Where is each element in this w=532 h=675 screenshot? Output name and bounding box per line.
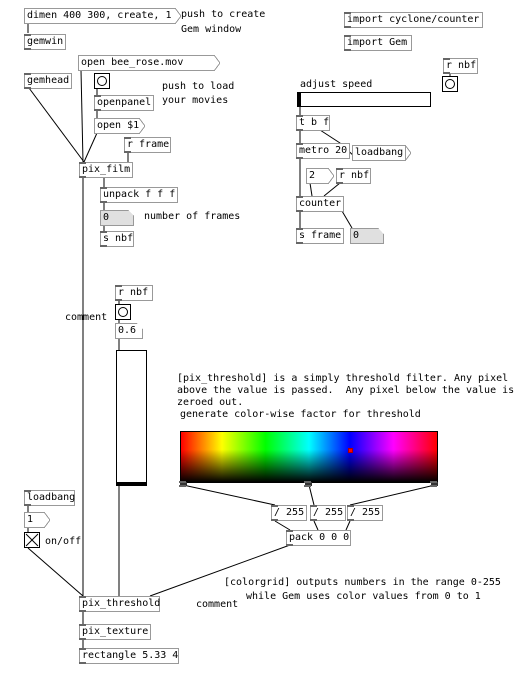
number-of-frames-comment: number of frames (144, 211, 241, 222)
number-of-frames-box[interactable]: 0 (100, 210, 134, 226)
colorgrid[interactable] (180, 431, 438, 483)
colorgrid-outlet-3 (430, 481, 438, 487)
on-off-toggle[interactable] (24, 532, 40, 548)
metro-object[interactable]: metro 20 (296, 143, 350, 159)
import-gem-object[interactable]: import Gem (344, 35, 412, 51)
r-nbf-top-object[interactable]: r nbf (443, 58, 478, 74)
adjust-speed-comment: adjust speed (300, 79, 373, 90)
speed-horizontal-slider[interactable] (297, 92, 431, 107)
pix-film-object[interactable]: pix_film (79, 162, 133, 178)
openpanel-object[interactable]: openpanel (94, 95, 154, 111)
gemwin-object[interactable]: gemwin (24, 34, 66, 50)
pix-threshold-object[interactable]: pix_threshold (79, 596, 160, 612)
bang-circle-icon (445, 79, 455, 89)
threshold-description-line3: zeroed out. (177, 397, 244, 408)
left-comment: comment (65, 312, 108, 323)
r-frame-object[interactable]: r frame (124, 137, 171, 153)
divide-red-object[interactable]: / 255 (271, 505, 307, 521)
open-dollar-message[interactable]: open $1 (94, 118, 145, 134)
loadbang-right-object[interactable]: loadbang (352, 145, 411, 161)
divide-green-object[interactable]: / 255 (310, 505, 346, 521)
r-nbf-right-object[interactable]: r nbf (336, 168, 371, 184)
two-message[interactable]: 2 (306, 168, 334, 184)
pack-object[interactable]: pack 0 0 0 (286, 530, 351, 546)
push-to-create-comment: push to create (181, 9, 266, 20)
colorgrid-range-comment: [colorgrid] outputs numbers in the range… (224, 577, 501, 588)
gem-window-comment: Gem window (181, 24, 242, 35)
load-movie-bang[interactable] (94, 73, 110, 89)
colorgrid-outlet-2 (304, 481, 312, 487)
threshold-description-line1: [pix_threshold] is a simply threshold fi… (177, 373, 509, 384)
unpack-object[interactable]: unpack f f f (100, 187, 178, 203)
generate-color-comment: generate color-wise factor for threshold (180, 409, 421, 420)
counter-object[interactable]: counter (296, 196, 344, 212)
rectangle-object[interactable]: rectangle 5.33 4 (79, 648, 179, 664)
bang-circle-icon (97, 76, 107, 86)
slider-knob[interactable] (117, 482, 146, 485)
on-off-comment: on/off (45, 536, 82, 547)
frame-number-box[interactable]: 0 (350, 228, 384, 244)
gem-color-range-comment: while Gem uses color values from 0 to 1 (246, 591, 481, 602)
divide-blue-object[interactable]: / 255 (347, 505, 383, 521)
s-nbf-object[interactable]: s nbf (100, 231, 134, 247)
counter-bang[interactable] (442, 76, 458, 92)
t-b-f-object[interactable]: t b f (296, 115, 330, 131)
threshold-bang[interactable] (115, 304, 131, 320)
dimen-message[interactable]: dimen 400 300, create, 1 (24, 8, 181, 24)
push-to-load-comment: push to load (162, 81, 235, 92)
your-movies-comment: your movies (162, 95, 229, 106)
toggle-cross-icon (25, 533, 39, 547)
threshold-vertical-slider[interactable] (116, 350, 147, 486)
import-cyclone-object[interactable]: import cyclone/counter (344, 12, 483, 28)
gemhead-object[interactable]: gemhead (24, 73, 72, 89)
colorgrid-outlet-1 (179, 481, 187, 487)
open-movie-message[interactable]: open bee_rose.mov (78, 55, 220, 71)
s-frame-object[interactable]: s frame (296, 228, 344, 244)
bottom-comment: comment (196, 599, 239, 610)
colorgrid-selection-marker (348, 448, 353, 453)
bang-circle-icon (118, 307, 128, 317)
loadbang-left-object[interactable]: loadbang (24, 490, 75, 506)
r-nbf-mid-object[interactable]: r nbf (115, 285, 153, 301)
threshold-value-box[interactable]: 0.6 (115, 323, 143, 339)
slider-knob[interactable] (298, 93, 301, 106)
threshold-description-line2: above the value is passed. Any pixel bel… (177, 385, 515, 396)
pix-texture-object[interactable]: pix_texture (79, 624, 151, 640)
one-message[interactable]: 1 (24, 512, 50, 528)
